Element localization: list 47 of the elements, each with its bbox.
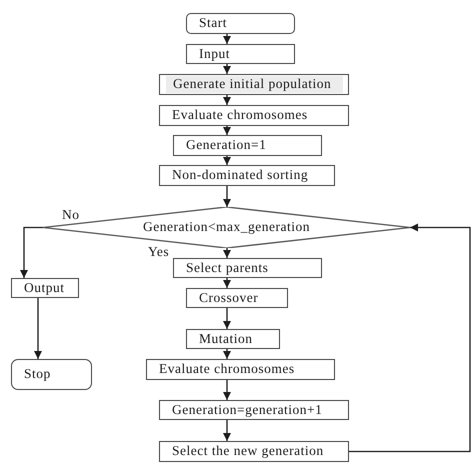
flow-arrow (223, 156, 231, 165)
edge-label: Yes (147, 245, 170, 258)
step-label: Generation<max_generation (142, 220, 310, 235)
flow-arrow (349, 224, 471, 452)
step-label: Mutation (198, 332, 252, 346)
process-box (159, 105, 349, 126)
step-label: Generation=generation+1 (171, 402, 322, 418)
process-box (173, 135, 322, 156)
process-box (11, 278, 79, 298)
step-label: Start (198, 16, 227, 31)
step-label: Generate initial population (166, 76, 344, 93)
step-label: Select the new generation (171, 444, 324, 459)
terminal-box (186, 13, 295, 34)
flow-arrow (20, 226, 43, 278)
flow-arrow (223, 186, 231, 207)
process-box (159, 441, 349, 462)
process-box (159, 165, 335, 186)
step-label: Crossover (198, 290, 258, 306)
flow-arrow (223, 278, 231, 288)
flow-arrow (223, 95, 231, 105)
flow-arrow (223, 420, 231, 441)
flow-arrow (223, 380, 231, 400)
flow-arrow (223, 64, 231, 74)
flow-arrow (223, 34, 231, 44)
terminal-box (11, 359, 92, 390)
process-box (146, 359, 335, 380)
step-label: Generation=1 (185, 138, 266, 153)
flow-arrow (34, 298, 42, 359)
process-box (186, 329, 280, 349)
flow-arrow (223, 248, 231, 258)
step-label: Stop (23, 367, 51, 382)
step-label: Input (198, 46, 230, 62)
flow-arrow (223, 126, 231, 135)
decision-diamond (43, 207, 410, 248)
process-box (186, 288, 288, 308)
process-box (159, 74, 349, 95)
step-label: Select parents (185, 260, 268, 276)
flow-arrow (223, 349, 231, 359)
step-label: Evaluate chromosomes (158, 362, 295, 377)
step-label: Non-dominated sorting (171, 168, 308, 183)
flow-arrow (223, 308, 231, 329)
step-label: Evaluate chromosomes (171, 108, 308, 123)
edge-label: No (61, 208, 80, 222)
step-label: Output (23, 280, 65, 296)
process-box (159, 400, 349, 420)
process-box (173, 258, 322, 278)
process-box (186, 44, 295, 64)
